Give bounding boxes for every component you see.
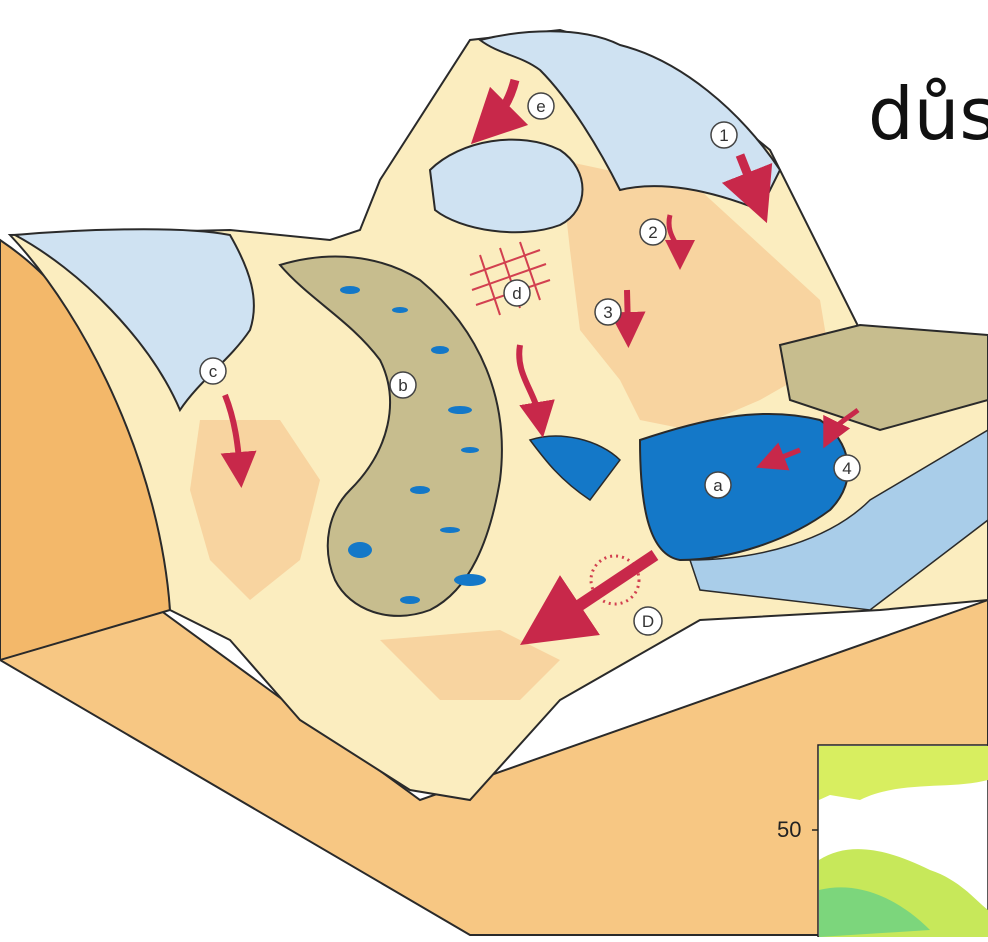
inset-tick-label: 50 (777, 817, 801, 843)
label-a: a (705, 472, 731, 498)
svg-text:d: d (512, 284, 521, 303)
svg-text:e: e (536, 97, 545, 116)
glacier-cirque (430, 140, 583, 233)
label-D: D (634, 607, 662, 635)
svg-text:D: D (642, 612, 654, 631)
inset-map (812, 745, 988, 937)
svg-text:1: 1 (719, 126, 728, 145)
svg-text:4: 4 (842, 459, 851, 478)
slide-title-fragment: důs (868, 72, 988, 156)
label-4: 4 (834, 455, 860, 481)
label-1: 1 (711, 122, 737, 148)
label-c: c (200, 358, 226, 384)
label-e: e (528, 93, 554, 119)
svg-text:2: 2 (648, 223, 657, 242)
flow-arrow-icon (627, 290, 628, 330)
svg-text:c: c (209, 362, 218, 381)
label-3: 3 (595, 299, 621, 325)
label-2: 2 (640, 219, 666, 245)
svg-text:b: b (398, 376, 407, 395)
label-b: b (390, 372, 416, 398)
svg-text:3: 3 (603, 303, 612, 322)
label-d: d (504, 280, 530, 306)
svg-text:a: a (713, 476, 723, 495)
